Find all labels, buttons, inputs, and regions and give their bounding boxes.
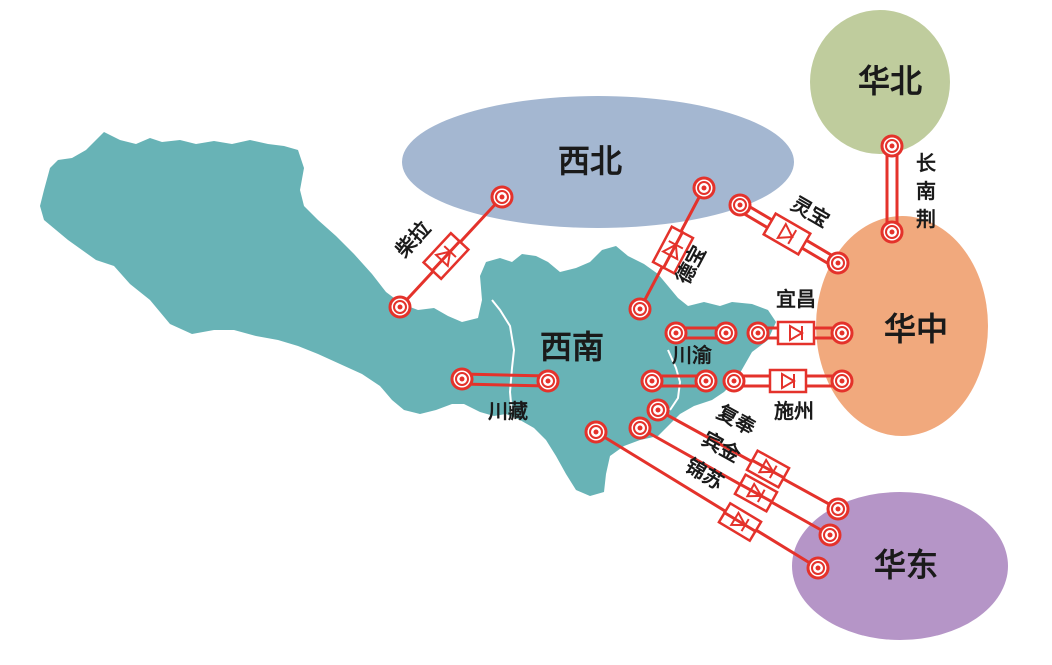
line-fufeng	[656, 408, 840, 511]
converter-chaila	[421, 231, 471, 281]
terminal-node-yichang-west	[746, 321, 770, 345]
terminal-node-chuanyu-lower-east	[694, 369, 718, 393]
terminal-node-changnanjing-south	[880, 220, 904, 244]
converter-shizhou	[768, 368, 808, 394]
terminal-node-chaila-west	[388, 295, 412, 319]
terminal-node-chaila-east	[490, 185, 514, 209]
link-label-chuanyu: 川渝	[671, 343, 713, 367]
terminal-node-jinsu-east	[806, 556, 830, 580]
terminal-node-lingbao-west	[728, 193, 752, 217]
terminal-node-jinsu-west	[584, 420, 608, 444]
region-label-east: 华东	[874, 546, 938, 584]
terminal-node-lingbao-east	[826, 251, 850, 275]
terminal-node-fufeng-west	[646, 398, 670, 422]
terminal-node-fufeng-east	[826, 497, 850, 521]
terminal-node-shizhou-east	[830, 369, 854, 393]
line-chuanzang	[460, 372, 550, 388]
central-region	[816, 216, 988, 436]
converter-debao	[651, 225, 695, 275]
region-label-northwest: 西北	[558, 142, 622, 180]
link-label-changnanjing-1: 长	[916, 151, 937, 175]
link-label-changnanjing-2: 南	[916, 179, 936, 203]
terminal-node-chuanyu-west	[664, 321, 688, 345]
region-label-southwest: 西南	[540, 328, 604, 366]
region-label-north: 华北	[858, 62, 922, 100]
terminal-node-debao-south	[628, 297, 652, 321]
terminal-node-chuanyu-lower-west	[640, 369, 664, 393]
river-east	[667, 349, 682, 411]
terminal-node-chuanyu-east	[714, 321, 738, 345]
converter-binjin	[733, 472, 779, 514]
converter-jinsu	[717, 501, 763, 543]
terminal-node-binjin-west	[628, 416, 652, 440]
link-label-shizhou: 施州	[774, 399, 814, 423]
link-label-chuanzang: 川藏	[487, 399, 528, 423]
terminal-node-shizhou-west	[722, 369, 746, 393]
east-region	[792, 492, 1008, 640]
converter-yichang	[776, 320, 816, 346]
link-label-changnanjing-3: 荆	[916, 207, 936, 231]
terminal-node-yichang-east	[830, 321, 854, 345]
line-changnanjing	[885, 144, 899, 234]
terminal-node-debao-north	[692, 176, 716, 200]
terminal-node-chuanzang-east	[536, 369, 560, 393]
link-label-yichang: 宜昌	[776, 287, 816, 311]
north-region	[810, 10, 950, 154]
region-label-central: 华中	[884, 310, 948, 348]
line-binjin	[638, 426, 832, 537]
converter-lingbao	[761, 211, 813, 257]
terminal-nodes	[388, 134, 904, 580]
river-west	[491, 299, 516, 415]
line-jinsu	[594, 430, 820, 570]
terminal-node-chuanzang-west	[450, 367, 474, 391]
terminal-node-binjin-east	[818, 523, 842, 547]
converter-fufeng	[745, 448, 791, 490]
terminal-node-changnanjing-north	[880, 134, 904, 158]
